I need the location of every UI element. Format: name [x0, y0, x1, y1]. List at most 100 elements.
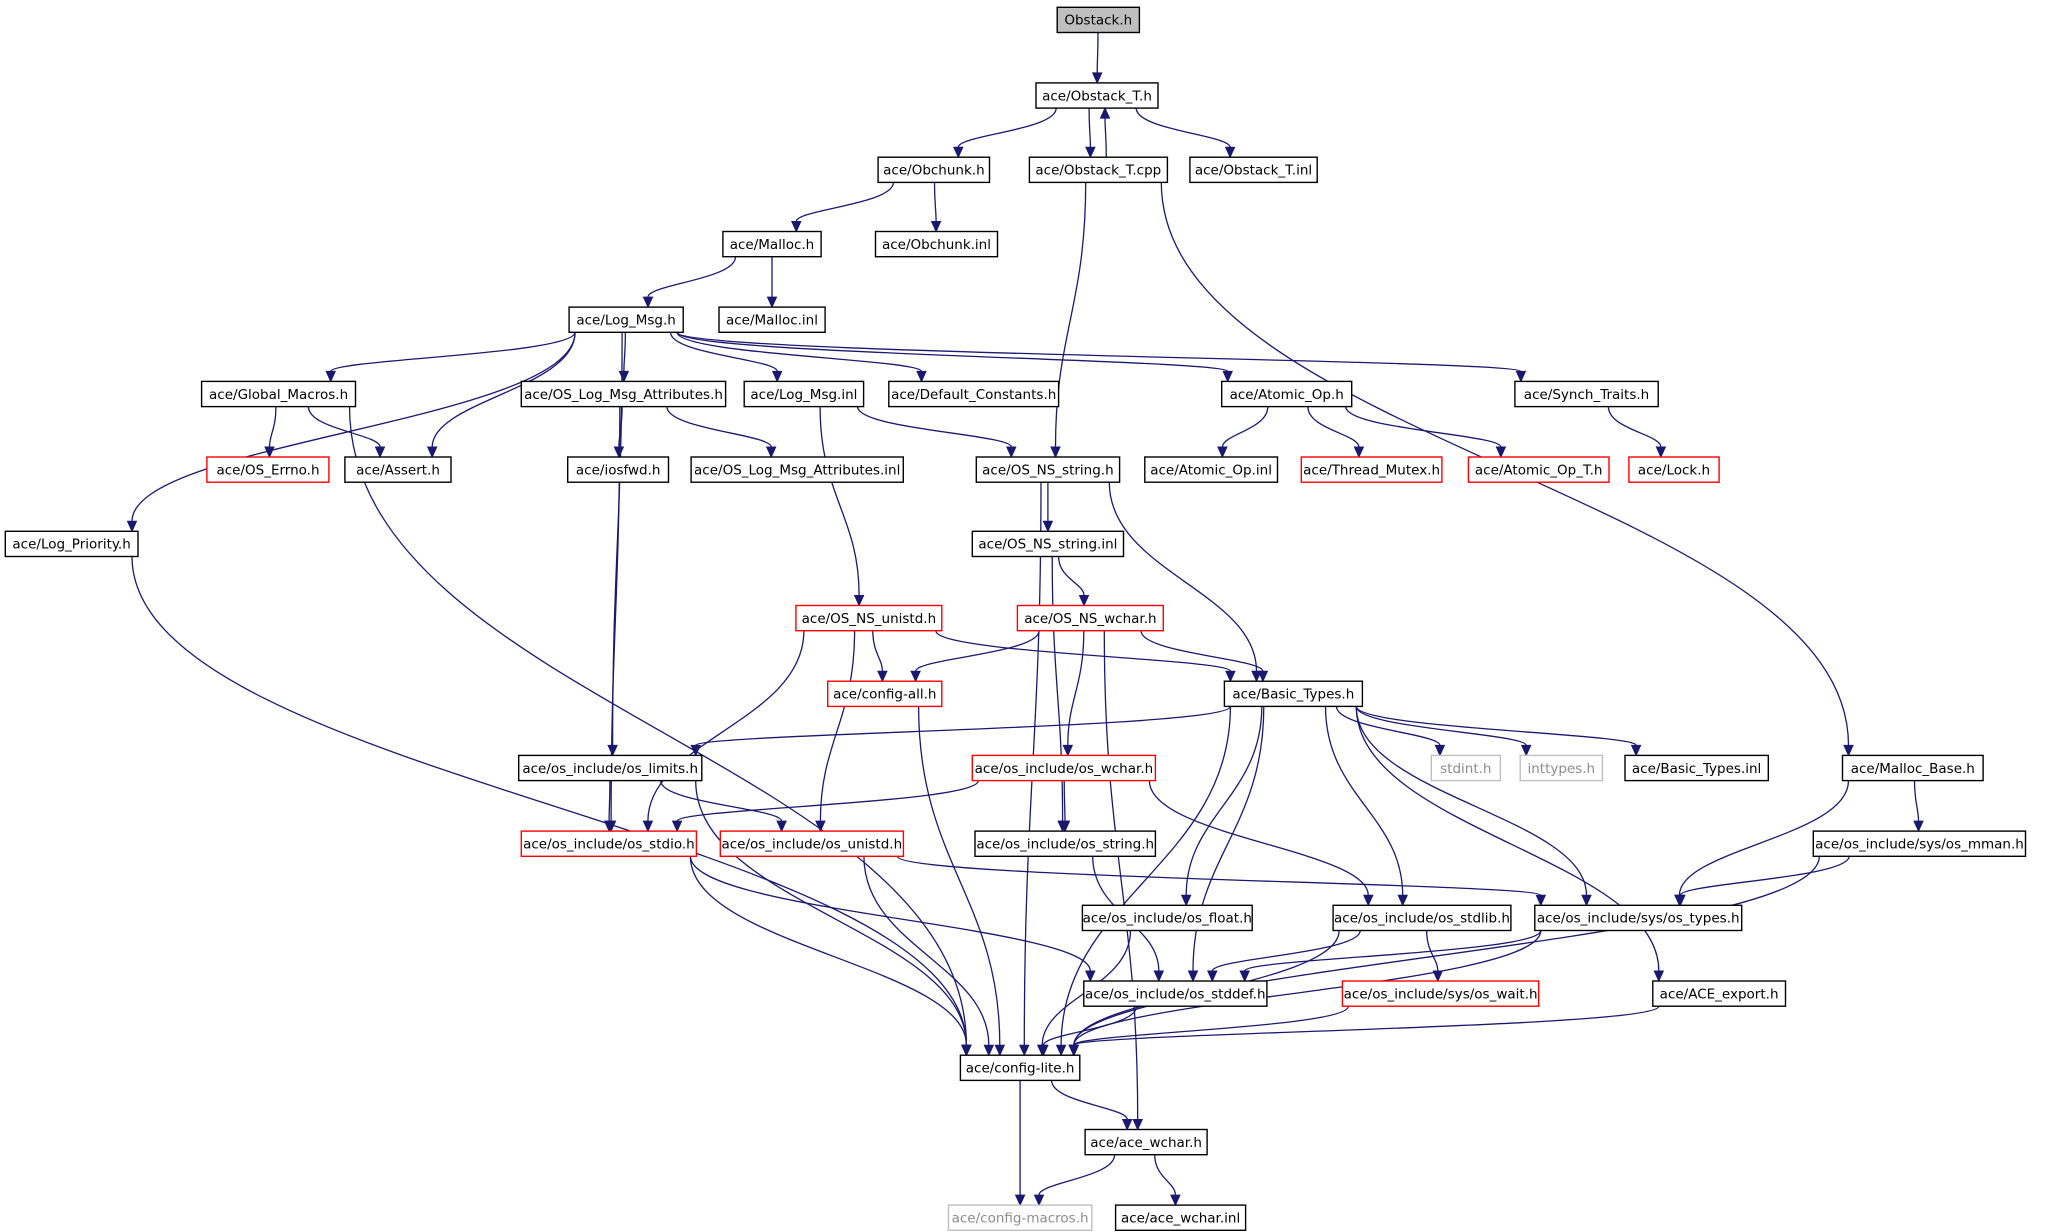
- edge-os_ns_unistd_h-to-os_stdio_h: [647, 630, 805, 822]
- edge-os_limits_h-to-os_stdio_h: [608, 780, 611, 822]
- node-obstack-t-h[interactable]: ace/Obstack_T.h: [1035, 82, 1159, 109]
- node-os-log-msg-attributes-h[interactable]: ace/OS_Log_Msg_Attributes.h: [520, 380, 727, 408]
- edge-log_msg_h-to-global_macros_h: [330, 332, 576, 373]
- node-os-string-h[interactable]: ace/os_include/os_string.h: [974, 830, 1157, 857]
- edge-arrowhead-os_ns_unistd_h-to-os_unistd_h: [815, 820, 826, 833]
- node-global-macros-h[interactable]: ace/Global_Macros.h: [200, 380, 357, 408]
- node-box: [971, 530, 1125, 558]
- edge-arrowhead-basic_types_h-to-os_float_h: [1180, 894, 1192, 907]
- edge-obstack_t_cpp-to-obstack_t_h: [1104, 118, 1107, 158]
- edge-arrowhead-os_ns_unistd_h-to-basic_types_h: [1225, 670, 1236, 683]
- node-config-macros-h[interactable]: ace/config-macros.h: [947, 1204, 1093, 1231]
- node-os-errno-h[interactable]: ace/OS_Errno.h: [206, 456, 330, 483]
- node-os-ns-string-inl[interactable]: ace/OS_NS_string.inl: [971, 530, 1125, 558]
- node-basic-types-h[interactable]: ace/Basic_Types.h: [1223, 680, 1364, 708]
- node-atomic-op-inl[interactable]: ace/Atomic_Op.inl: [1144, 456, 1279, 483]
- node-synch-traits-h[interactable]: ace/Synch_Traits.h: [1514, 380, 1659, 408]
- node-box: [1841, 754, 1984, 782]
- node-os-float-h[interactable]: ace/os_include/os_float.h: [1081, 904, 1253, 932]
- node-box: [971, 754, 1157, 782]
- node-label: Obstack.h: [1064, 13, 1132, 29]
- node-box: [1114, 1204, 1247, 1231]
- edge-os_ns_wchar_h-to-os_wchar_h: [1067, 630, 1085, 746]
- node-ace-export-h[interactable]: ace/ACE_export.h: [1652, 980, 1787, 1007]
- edge-arrowhead-os_ns_unistd_h-to-config_all_h: [877, 670, 888, 683]
- node-os-limits-h[interactable]: ace/os_include/os_limits.h: [518, 754, 703, 782]
- node-box: [567, 456, 670, 483]
- node-os-ns-wchar-h[interactable]: ace/OS_NS_wchar.h: [1016, 604, 1165, 632]
- node-basic-types-inl[interactable]: ace/Basic_Types.inl: [1624, 754, 1770, 782]
- edges-layer: [126, 32, 1924, 1207]
- node-box: [1812, 830, 2027, 857]
- node-box: [4, 530, 139, 558]
- node-label: ace/Malloc.h: [730, 237, 815, 253]
- edge-arrowhead-obstack_h-to-obstack_t_h: [1091, 72, 1103, 85]
- edge-arrowhead-malloc_h-to-malloc_inl: [766, 296, 778, 309]
- node-label: ace/Obchunk.inl: [882, 237, 991, 253]
- node-label: ace/Global_Macros.h: [209, 387, 348, 403]
- edge-atomic_op_h-to-thread_mutex_h: [1307, 406, 1360, 448]
- edge-atomic_op_h-to-atomic_op_t_h: [1345, 406, 1502, 448]
- node-thread-mutex-h[interactable]: ace/Thread_Mutex.h: [1300, 456, 1443, 483]
- edge-arrowhead-atomic_op_h-to-thread_mutex_h: [1353, 446, 1365, 459]
- edge-obstack_t_h-to-obstack_t_inl: [1135, 107, 1231, 148]
- node-obchunk-h[interactable]: ace/Obchunk.h: [877, 156, 991, 184]
- edge-ace_wchar_h-to-config_macros_h: [1038, 1154, 1116, 1196]
- node-default-constants-h[interactable]: ace/Default_Constants.h: [888, 380, 1060, 408]
- node-os-types-h[interactable]: ace/os_include/sys/os_types.h: [1534, 904, 1743, 932]
- node-os-ns-unistd-h[interactable]: ace/OS_NS_unistd.h: [795, 604, 943, 632]
- node-os-ns-string-h[interactable]: ace/OS_NS_string.h: [975, 456, 1121, 483]
- node-assert-h[interactable]: ace/Assert.h: [344, 456, 452, 483]
- edge-basic_types_h-to-basic_types_inl: [1355, 706, 1637, 747]
- node-iosfwd-h[interactable]: ace/iosfwd.h: [567, 456, 670, 483]
- node-malloc-h[interactable]: ace/Malloc.h: [722, 230, 822, 258]
- node-log-msg-h[interactable]: ace/Log_Msg.h: [568, 306, 684, 334]
- node-config-lite-h[interactable]: ace/config-lite.h: [959, 1054, 1081, 1082]
- node-obchunk-inl[interactable]: ace/Obchunk.inl: [874, 230, 999, 258]
- node-obstack-t-inl[interactable]: ace/Obstack_T.inl: [1189, 156, 1318, 184]
- node-label: ace/Assert.h: [356, 462, 440, 478]
- edge-arrowhead-obstack_t_cpp-to-obstack_t_h: [1099, 106, 1111, 119]
- node-inttypes-h[interactable]: inttypes.h: [1519, 754, 1604, 782]
- edge-os_mman_h-to-config_lite_h: [1073, 856, 1820, 1046]
- node-box: [1300, 456, 1443, 483]
- node-malloc-base-h[interactable]: ace/Malloc_Base.h: [1841, 754, 1984, 782]
- node-config-all-h[interactable]: ace/config-all.h: [827, 680, 943, 708]
- node-atomic-op-t-h[interactable]: ace/Atomic_Op_T.h: [1467, 456, 1610, 483]
- edge-os_types_h-to-os_stddef_h: [1244, 930, 1542, 972]
- node-ace-wchar-inl[interactable]: ace/ace_wchar.inl: [1114, 1204, 1247, 1231]
- node-os-stdlib-h[interactable]: ace/os_include/os_stdlib.h: [1332, 904, 1512, 932]
- node-ace-wchar-h[interactable]: ace/ace_wchar.h: [1084, 1128, 1208, 1156]
- node-lock-h[interactable]: ace/Lock.h: [1628, 456, 1720, 483]
- node-os-mman-h[interactable]: ace/os_include/sys/os_mman.h: [1812, 830, 2027, 857]
- node-box: [1332, 904, 1512, 932]
- edge-arrowhead-os_log_msg_attributes_h-to-os_log_msg_attributes_inl: [765, 446, 777, 459]
- edge-log_priority_h-to-config_lite_h: [131, 556, 968, 1046]
- node-os-stdio-h[interactable]: ace/os_include/os_stdio.h: [520, 830, 698, 857]
- node-os-unistd-h[interactable]: ace/os_include/os_unistd.h: [719, 830, 905, 857]
- node-os-wchar-h[interactable]: ace/os_include/os_wchar.h: [971, 754, 1157, 782]
- node-os-stddef-h[interactable]: ace/os_include/os_stddef.h: [1083, 980, 1268, 1007]
- edge-arrowhead-os_ns_wchar_h-to-ace_wchar_h: [1132, 1119, 1143, 1131]
- node-label: ace/os_include/sys/os_wait.h: [1344, 986, 1538, 1002]
- node-obstack-t-cpp[interactable]: ace/Obstack_T.cpp: [1028, 156, 1169, 184]
- node-box: [1467, 456, 1610, 483]
- node-os-wait-h[interactable]: ace/os_include/sys/os_wait.h: [1341, 980, 1540, 1007]
- edge-arrowhead-os_wchar_h-to-os_stdio_h: [671, 820, 683, 833]
- edge-arrowhead-os_ns_wchar_h-to-os_wchar_h: [1062, 744, 1074, 757]
- edge-arrowhead-ace_wchar_h-to-config_macros_h: [1033, 1194, 1045, 1207]
- node-atomic-op-h[interactable]: ace/Atomic_Op.h: [1220, 380, 1353, 408]
- edge-arrowhead-obstack_t_cpp-to-os_ns_string_h: [1050, 446, 1061, 459]
- node-stdint-h[interactable]: stdint.h: [1430, 754, 1502, 782]
- node-label: ace/os_include/os_stdio.h: [523, 837, 695, 853]
- edge-os_ns_wchar_h-to-basic_types_h: [1140, 630, 1264, 672]
- edge-arrowhead-os_limits_h-to-os_unistd_h: [776, 820, 787, 833]
- node-os-log-msg-attributes-inl[interactable]: ace/OS_Log_Msg_Attributes.inl: [690, 456, 904, 483]
- node-box: [974, 830, 1157, 857]
- node-malloc-inl[interactable]: ace/Malloc.inl: [718, 306, 826, 334]
- edge-os_limits_h-to-os_unistd_h: [659, 780, 783, 822]
- edge-basic_types_h-to-config_lite_h: [1060, 706, 1232, 1046]
- node-obstack-h[interactable]: Obstack.h: [1056, 6, 1141, 34]
- node-log-priority-h[interactable]: ace/Log_Priority.h: [4, 530, 139, 558]
- node-log-msg-inl[interactable]: ace/Log_Msg.inl: [743, 380, 865, 408]
